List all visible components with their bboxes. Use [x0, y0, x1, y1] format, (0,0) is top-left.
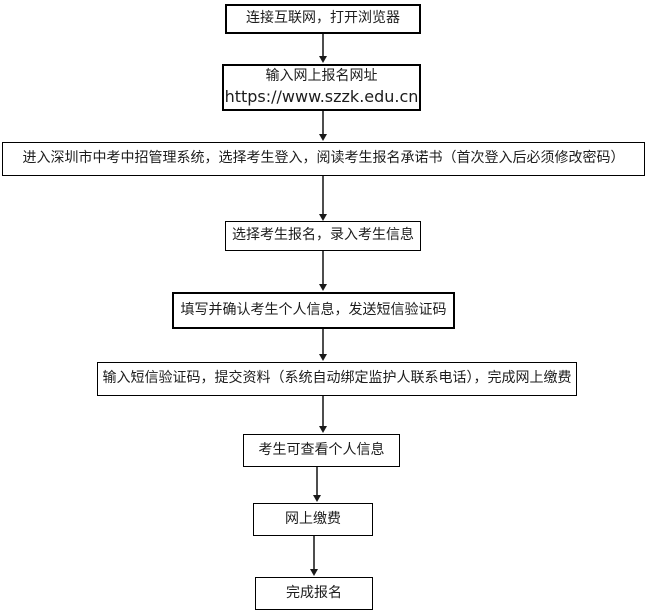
- flow-arrow-down-icon: [322, 396, 324, 426]
- flow-step-online-payment: 网上缴费: [253, 503, 373, 536]
- flow-step-connect-internet: 连接互联网，打开浏览器: [225, 4, 421, 34]
- flow-arrow-down-icon: [313, 536, 315, 569]
- flow-step-label: 填写并确认考生个人信息，发送短信验证码: [180, 302, 447, 318]
- flow-step-confirm-info-send-sms: 填写并确认考生个人信息，发送短信验证码: [172, 292, 455, 329]
- registration-url: https://www.szzk.edu.cn: [224, 87, 419, 107]
- flow-step-enter-sms-submit: 输入短信验证码，提交资料（系统自动绑定监护人联系电话），完成网上缴费: [97, 362, 577, 396]
- flow-step-label: 输入短信验证码，提交资料（系统自动绑定监护人联系电话），完成网上缴费: [102, 371, 572, 387]
- flow-step-login-system: 进入深圳市中考中招管理系统，选择考生登入，阅读考生报名承诺书（首次登入后必须修改…: [2, 142, 645, 176]
- flow-arrow-down-icon: [322, 34, 324, 56]
- flow-arrow-down-icon: [322, 251, 324, 284]
- flow-arrow-down-icon: [322, 329, 324, 354]
- flow-step-view-personal-info: 考生可查看个人信息: [243, 434, 400, 467]
- flow-step-label: 连接互联网，打开浏览器: [246, 11, 400, 27]
- flow-step-enter-url: 输入网上报名网址 https://www.szzk.edu.cn: [222, 64, 421, 111]
- flow-arrow-down-icon: [322, 111, 324, 134]
- flow-step-complete-registration: 完成报名: [255, 577, 373, 610]
- flow-arrow-down-icon: [316, 467, 318, 495]
- flow-step-label: 完成报名: [286, 585, 342, 601]
- flow-step-label: 进入深圳市中考中招管理系统，选择考生登入，阅读考生报名承诺书（首次登入后必须修改…: [22, 151, 625, 167]
- flow-step-select-registration: 选择考生报名，录入考生信息: [225, 221, 421, 251]
- flow-arrow-down-icon: [322, 176, 324, 214]
- flow-step-label: 网上缴费: [285, 511, 341, 527]
- flow-step-label: 输入网上报名网址: [265, 68, 378, 84]
- flow-step-label: 选择考生报名，录入考生信息: [232, 228, 414, 244]
- flow-step-label: 考生可查看个人信息: [258, 442, 385, 458]
